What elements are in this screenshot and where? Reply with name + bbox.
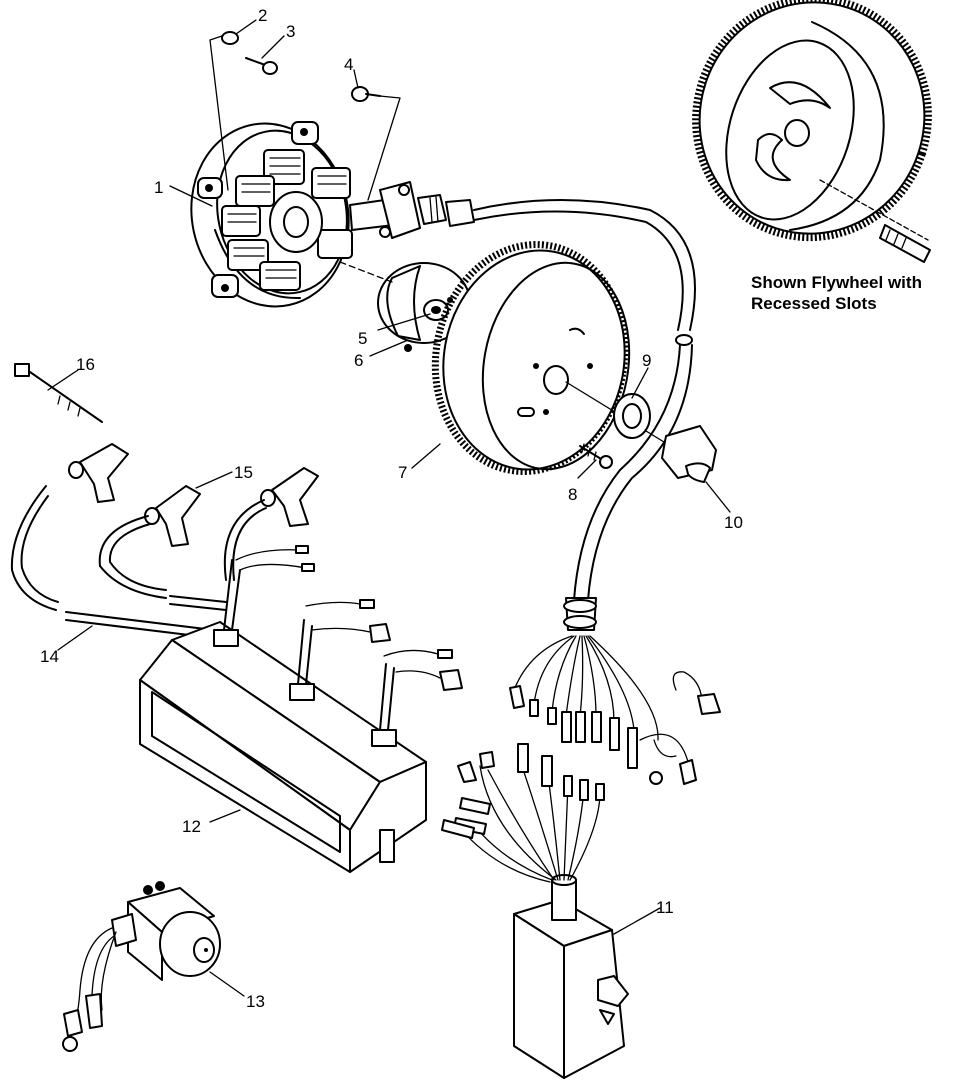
flywheel-nut (661, 425, 717, 483)
screw-3 (245, 57, 278, 75)
label-3: 3 (286, 22, 295, 41)
label-5: 5 (358, 329, 367, 348)
label-6: 6 (354, 351, 363, 370)
stator-assembly (190, 121, 475, 308)
label-1: 1 (154, 178, 163, 197)
label-13: 13 (246, 992, 265, 1011)
spark-plug-cap-right (260, 467, 319, 527)
spark-plug-terminal (14, 363, 103, 423)
seal (613, 393, 651, 439)
leader-lines (47, 19, 731, 997)
voltage-regulator (441, 743, 629, 1079)
spark-plug-cap-left (68, 443, 129, 503)
cdi-module (139, 559, 427, 873)
bolt-8 (579, 443, 613, 469)
label-11: 11 (656, 898, 674, 917)
label-9: 9 (642, 351, 651, 370)
label-15: 15 (234, 463, 253, 482)
label-16: 16 (76, 355, 95, 374)
wiring-harness (509, 597, 721, 785)
label-2: 2 (258, 6, 267, 25)
label-4: 4 (344, 55, 353, 74)
main-flywheel (431, 241, 631, 475)
note-line-2: Recessed Slots (751, 294, 877, 313)
label-10: 10 (724, 513, 743, 532)
label-7: 7 (398, 463, 407, 482)
note-line-1: Shown Flywheel with (751, 273, 922, 292)
starter-solenoid (62, 881, 221, 1052)
washer (221, 31, 239, 45)
spark-plug-cap-mid (144, 485, 201, 547)
recessed-slot-flywheel (692, 0, 932, 263)
screw-4 (351, 86, 381, 102)
label-12: 12 (182, 817, 201, 836)
label-14: 14 (40, 647, 59, 666)
label-8: 8 (568, 485, 577, 504)
